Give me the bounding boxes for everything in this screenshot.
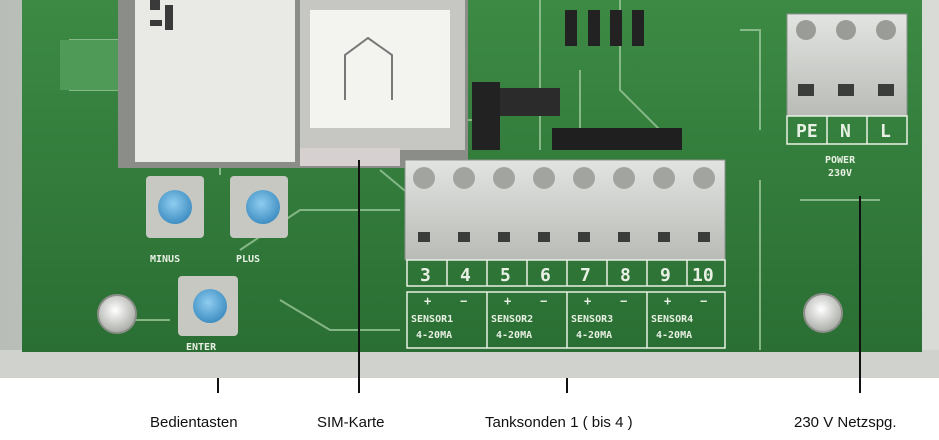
sensor-terminal-block [404, 159, 726, 261]
polarity-mark: − [620, 294, 627, 308]
sensor4-silk: SENSOR4 [651, 314, 693, 325]
button-cap[interactable] [158, 190, 192, 224]
polarity-mark: + [584, 294, 591, 308]
polarity-mark: + [424, 294, 431, 308]
power-terminal-block [786, 13, 908, 117]
sensor3-range-silk: 4-20MA [576, 330, 612, 341]
polarity-mark: + [504, 294, 511, 308]
pcb-photo: MINUS PLUS ENTER PE N L POWER 230V [0, 0, 939, 378]
minus-button[interactable] [146, 176, 204, 238]
terminal-number: 3 [420, 265, 431, 286]
minus-silk: MINUS [150, 254, 180, 265]
polarity-mark: + [664, 294, 671, 308]
terminal-number: 7 [580, 265, 591, 286]
caption-buttons: Bedientasten [150, 414, 238, 431]
terminal-number: 8 [620, 265, 631, 286]
polarity-mark: − [460, 294, 467, 308]
sim-card-label [310, 10, 450, 128]
plus-silk: PLUS [236, 254, 260, 265]
sensor4-range-silk: 4-20MA [656, 330, 692, 341]
caption-power: 230 V Netzspg. [794, 414, 897, 431]
terminal-number: 10 [692, 265, 714, 286]
enter-button[interactable] [178, 276, 238, 336]
sim-insert-arrow-icon [344, 36, 393, 100]
plus-button[interactable] [230, 176, 288, 238]
sensor2-range-silk: 4-20MA [496, 330, 532, 341]
copper-pad [60, 40, 120, 90]
terminal-number: 4 [460, 265, 471, 286]
modem-label [135, 0, 295, 162]
mounting-screw-right-icon [803, 293, 843, 333]
sensor3-silk: SENSOR3 [571, 314, 613, 325]
leader-power [859, 378, 861, 393]
enter-silk: ENTER [186, 342, 217, 353]
leader-buttons [217, 378, 219, 393]
leader-sim [358, 378, 360, 393]
polarity-mark: − [540, 294, 547, 308]
terminal-pe-label: PE [796, 121, 818, 142]
terminal-l-label: L [880, 121, 891, 142]
sensor2-silk: SENSOR2 [491, 314, 533, 325]
sensor1-silk: SENSOR1 [411, 314, 453, 325]
terminal-number: 9 [660, 265, 671, 286]
voltage-silk: 230V [828, 168, 852, 179]
terminal-n-label: N [840, 121, 851, 142]
power-silk: POWER [825, 155, 856, 166]
button-cap[interactable] [246, 190, 280, 224]
sensor1-range-silk: 4-20MA [416, 330, 452, 341]
smd-components [472, 10, 682, 150]
caption-sensors: Tanksonden 1 ( bis 4 ) [485, 414, 633, 431]
leader-sensors [566, 378, 568, 393]
caption-sim: SIM-Karte [317, 414, 385, 431]
button-cap[interactable] [193, 289, 227, 323]
polarity-mark: − [700, 294, 707, 308]
mounting-screw-left-icon [97, 294, 137, 334]
terminal-number: 5 [500, 265, 511, 286]
terminal-number: 6 [540, 265, 551, 286]
